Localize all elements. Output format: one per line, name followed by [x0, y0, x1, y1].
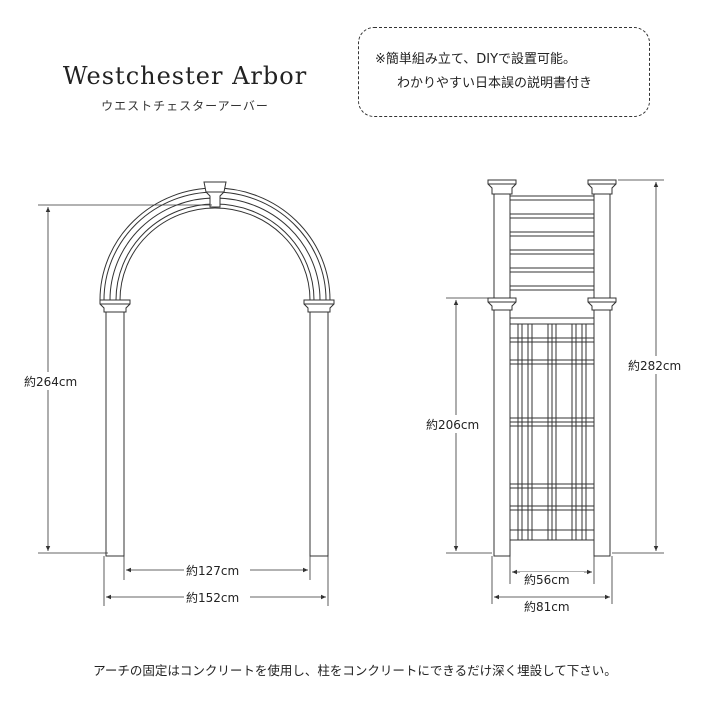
side-top-left-cap	[487, 179, 517, 195]
side-view-arbor	[487, 179, 617, 557]
installation-footer-note: アーチの固定はコンクリートを使用し、柱をコンクリートにできるだけ深く埋設して下さ…	[93, 663, 617, 678]
side-top-left-post	[493, 193, 511, 299]
side-left-post	[493, 309, 511, 557]
front-right-post-cap	[303, 299, 335, 313]
side-total-height-label: 約282cm	[628, 358, 681, 373]
front-outer-width-label: 約152cm	[186, 590, 239, 605]
assembly-note-box: ※簡単組み立て、DIYで設置可能。 わかりやすい日本誤の説明書付き	[358, 27, 650, 117]
note-line-2: わかりやすい日本誤の説明書付き	[397, 76, 593, 91]
side-right-post	[593, 309, 611, 557]
lattice-panel	[509, 317, 595, 541]
front-height-label: 約264cm	[24, 374, 77, 389]
side-outer-depth-dimension	[491, 556, 613, 604]
front-view-arbor	[99, 181, 335, 557]
arch-inner-band	[119, 207, 311, 301]
side-inner-depth-label: 約56cm	[524, 572, 570, 587]
side-right-post-cap	[587, 297, 617, 311]
side-top-right-cap	[587, 179, 617, 195]
note-line-1: ※簡単組み立て、DIYで設置可能。	[375, 52, 577, 67]
front-inner-width-label: 約127cm	[186, 563, 239, 578]
side-left-post-cap	[487, 297, 517, 311]
side-post-height-label: 約206cm	[426, 417, 479, 432]
front-left-post	[105, 311, 125, 557]
arch-keystone	[203, 181, 227, 208]
front-right-post	[309, 311, 329, 557]
front-left-post-cap	[99, 299, 131, 313]
product-subtitle: ウエストチェスターアーバー	[101, 99, 269, 113]
top-slats	[510, 195, 594, 291]
side-outer-depth-label: 約81cm	[524, 599, 570, 614]
product-title: Westchester Arbor	[62, 62, 308, 90]
side-top-right-post	[593, 193, 611, 299]
